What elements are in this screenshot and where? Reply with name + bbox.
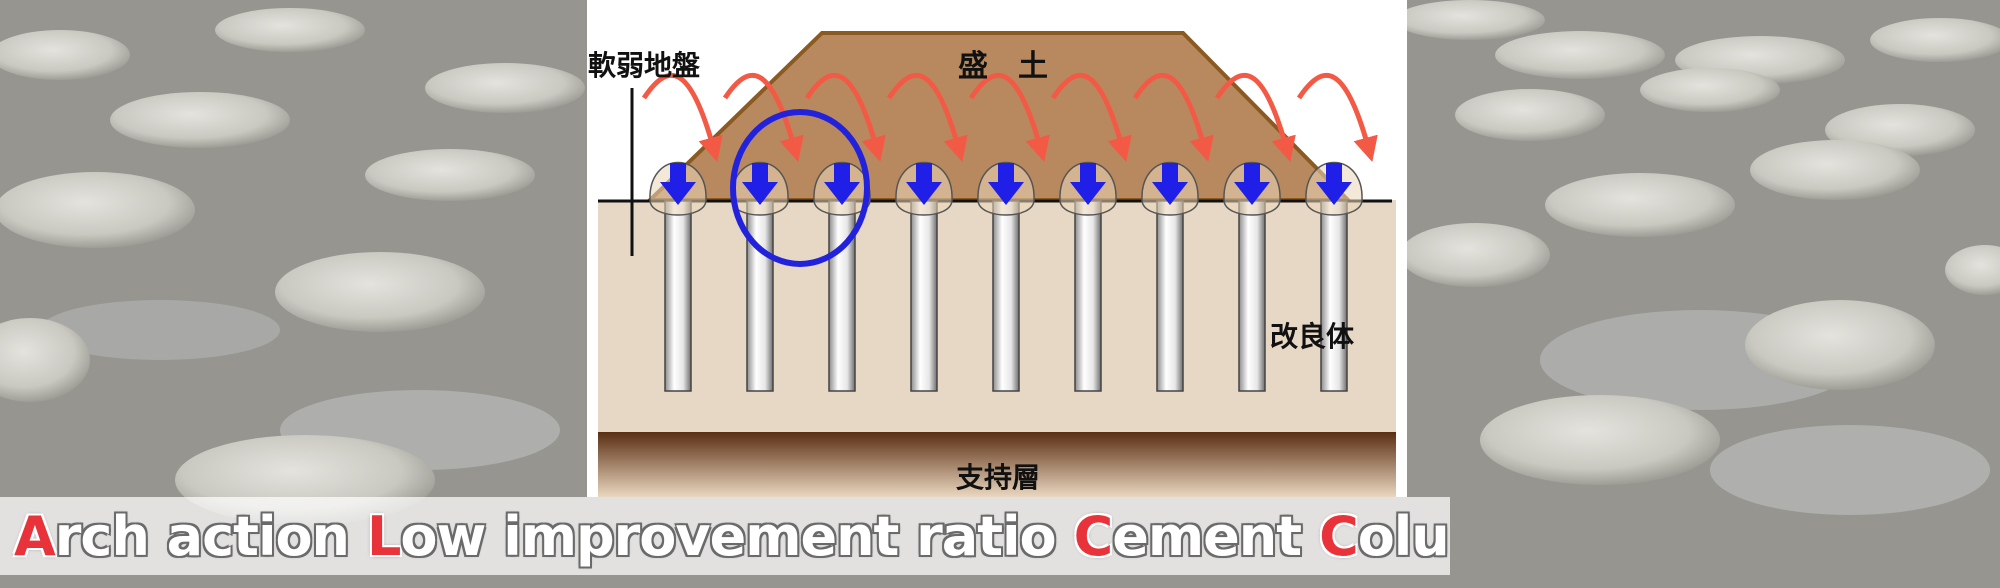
arch-arrow-1 [641, 72, 723, 163]
improved-column-4 [910, 200, 938, 392]
arch-arrow-5 [968, 72, 1050, 163]
diagram-panel: 盛 土 軟弱地盤 改良体 支持層 [587, 0, 1407, 497]
arch-arrow-2 [722, 72, 804, 163]
improved-column-7 [1156, 200, 1184, 392]
bearing-layer [598, 432, 1396, 497]
improved-columns [664, 200, 1348, 392]
improved-column-2 [746, 200, 774, 392]
load-arrows [660, 163, 1352, 205]
improved-column-1 [664, 200, 692, 392]
embankment-label: 盛 土 [958, 49, 1048, 84]
improved-column-6 [1074, 200, 1102, 392]
load-arrow-9 [1316, 163, 1352, 205]
soft-ground-label: 軟弱地盤 [588, 49, 701, 82]
arch-arrow-8 [1214, 72, 1296, 163]
banner-word-rest: ow improvement ratio [400, 504, 1056, 568]
load-arrow-8 [1234, 163, 1270, 205]
banner-word-rest: rch action [54, 504, 350, 568]
load-arrow-6 [1070, 163, 1106, 205]
load-arrow-4 [906, 163, 942, 205]
improved-column-3 [828, 200, 856, 392]
arch-arrow-7 [1132, 72, 1214, 163]
highlight-circle [730, 109, 870, 267]
improved-column-8 [1238, 200, 1266, 392]
banner-initial: C [1319, 504, 1359, 568]
arch-arrow-3 [804, 72, 886, 163]
load-arrow-1 [660, 163, 696, 205]
banner-word-4: Column [1319, 505, 1450, 568]
banner-initial: C [1073, 504, 1114, 568]
banner-word-rest: olumn [1357, 504, 1450, 568]
improved-column-5 [992, 200, 1020, 392]
load-arrow-2 [742, 163, 778, 205]
arch-arrow-9 [1296, 72, 1378, 163]
load-arrow-3 [824, 163, 860, 205]
improved-body-label: 改良体 [1270, 320, 1355, 353]
load-arrow-5 [988, 163, 1024, 205]
arch-arrow-4 [886, 72, 968, 163]
bearing-layer-label: 支持層 [956, 461, 1040, 494]
arch-arrow-6 [1050, 72, 1132, 163]
arch-arrows [641, 72, 1378, 163]
improved-column-9 [1320, 200, 1348, 392]
stone-columns [0, 0, 2000, 525]
load-arrow-7 [1152, 163, 1188, 205]
banner-initial: L [367, 504, 401, 568]
banner-word-rest: ement [1112, 504, 1302, 568]
banner-initial: A [14, 504, 56, 568]
